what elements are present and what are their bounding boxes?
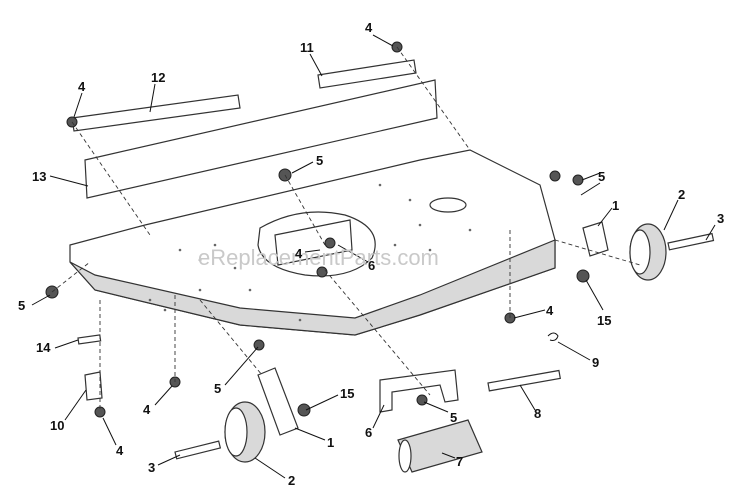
callout-5: 5: [316, 153, 323, 168]
callout-3: 3: [148, 460, 155, 475]
callout-4: 4: [78, 79, 86, 94]
callout-7: 7: [456, 454, 463, 469]
assembly-lines: [51, 46, 641, 412]
roller-assembly: [379, 369, 561, 473]
left-caster-assembly: [174, 339, 311, 463]
callout-8: 8: [534, 406, 541, 421]
callout-14: 14: [36, 340, 51, 355]
callout-5: 5: [450, 410, 457, 425]
callout-4: 4: [143, 402, 151, 417]
callout-2: 2: [678, 187, 685, 202]
callout-6: 6: [365, 425, 372, 440]
plate-11: [317, 59, 417, 89]
callout-5: 5: [18, 298, 25, 313]
right-caster-assembly: [549, 170, 715, 283]
callout-1: 1: [327, 435, 334, 450]
callout-12: 12: [151, 70, 165, 85]
callout-5: 5: [598, 169, 605, 184]
plate-12: [71, 94, 241, 132]
leader-lines: [31, 34, 716, 479]
callout-6: 6: [368, 258, 375, 273]
callout-15: 15: [597, 313, 611, 328]
callout-labels: 4 12 13 11 4 5 5 1 2 3 15 5 4 6 4 14 5 4…: [18, 20, 724, 488]
callout-3: 3: [717, 211, 724, 226]
callout-11: 11: [300, 40, 314, 55]
center-bracket: [274, 219, 353, 278]
callout-9: 9: [592, 355, 599, 370]
callout-1: 1: [612, 198, 619, 213]
callout-4: 4: [116, 443, 124, 458]
callout-2: 2: [288, 473, 295, 488]
callout-15: 15: [340, 386, 354, 401]
callout-10: 10: [50, 418, 64, 433]
watermark-text: eReplacementParts.com: [198, 245, 439, 270]
callout-13: 13: [32, 169, 46, 184]
callout-4: 4: [365, 20, 373, 35]
callout-4: 4: [546, 303, 554, 318]
callout-4: 4: [295, 246, 303, 261]
callout-5: 5: [214, 381, 221, 396]
